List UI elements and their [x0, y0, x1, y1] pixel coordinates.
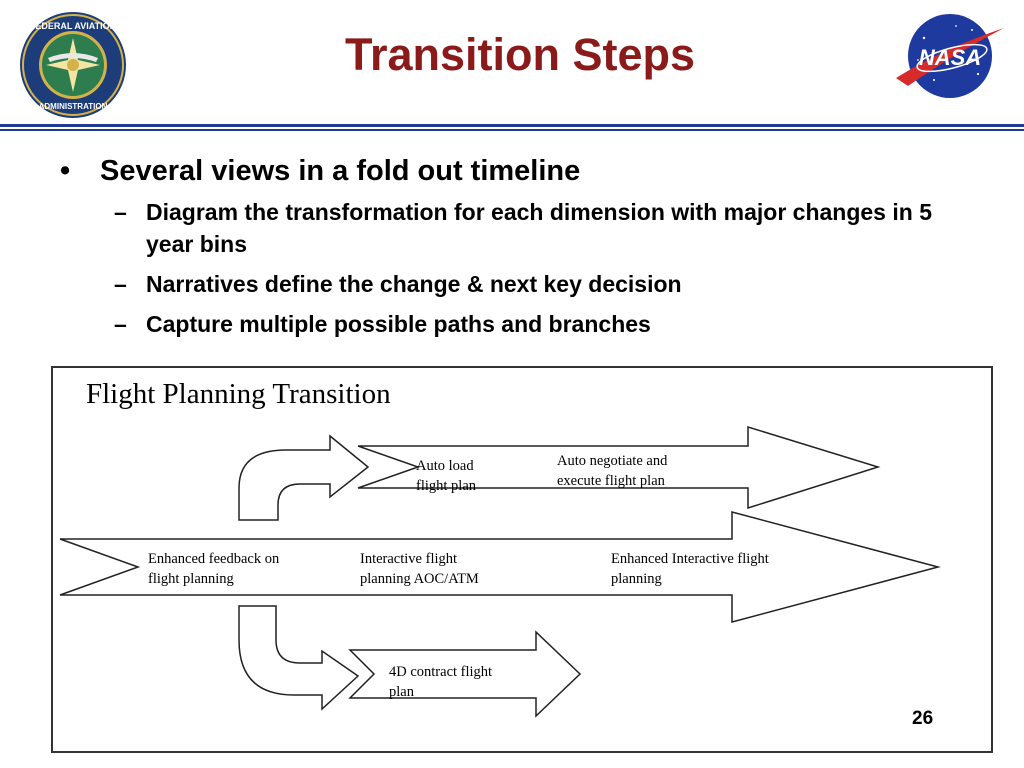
- lower-curved-connector: [238, 605, 360, 711]
- sub-bullet-list: –Diagram the transformation for each dim…: [60, 196, 980, 340]
- header-rule-bottom: [0, 129, 1024, 131]
- label-interactive-flight: Interactive flight planning AOC/ATM: [360, 551, 479, 587]
- bullet-main: Several views in a fold out timeline: [60, 155, 980, 188]
- label-auto-negotiate: Auto negotiate and execute flight plan: [557, 453, 668, 489]
- page-number: 26: [912, 708, 934, 729]
- bullet-main-text: Several views in a fold out timeline: [100, 155, 581, 187]
- label-enhanced-interactive: Enhanced Interactive flight planning: [611, 551, 769, 587]
- label-enhanced-feedback: Enhanced feedback on flight planning: [148, 551, 280, 587]
- svg-text:FEDERAL AVIATION: FEDERAL AVIATION: [30, 21, 116, 31]
- diagram-title: Flight Planning Transition: [86, 378, 391, 410]
- upper-branch-arrow: [357, 425, 881, 510]
- svg-text:NASA: NASA: [919, 45, 981, 70]
- sub-bullet-3: –Capture multiple possible paths and bra…: [114, 311, 651, 337]
- lower-branch-arrow: [348, 630, 582, 718]
- faa-seal-logo: FEDERAL AVIATION ADMINISTRATION: [20, 12, 126, 118]
- main-timeline-arrow: [59, 511, 941, 623]
- label-auto-load: Auto load flight plan: [416, 458, 477, 494]
- sub-bullet-2: –Narratives define the change & next key…: [114, 271, 682, 297]
- label-4d-contract: 4D contract flight plan: [389, 664, 493, 700]
- header-rule-top: [0, 124, 1024, 127]
- svg-text:ADMINISTRATION: ADMINISTRATION: [39, 102, 108, 111]
- sub-bullet-1: –Diagram the transformation for each dim…: [114, 199, 932, 257]
- page-title: Transition Steps: [344, 29, 696, 80]
- upper-curved-connector: [238, 434, 370, 521]
- diagram-frame: [51, 366, 993, 753]
- nasa-logo: NASA: [896, 14, 1004, 98]
- bullet-list: Several views in a fold out timeline –Di…: [60, 150, 980, 348]
